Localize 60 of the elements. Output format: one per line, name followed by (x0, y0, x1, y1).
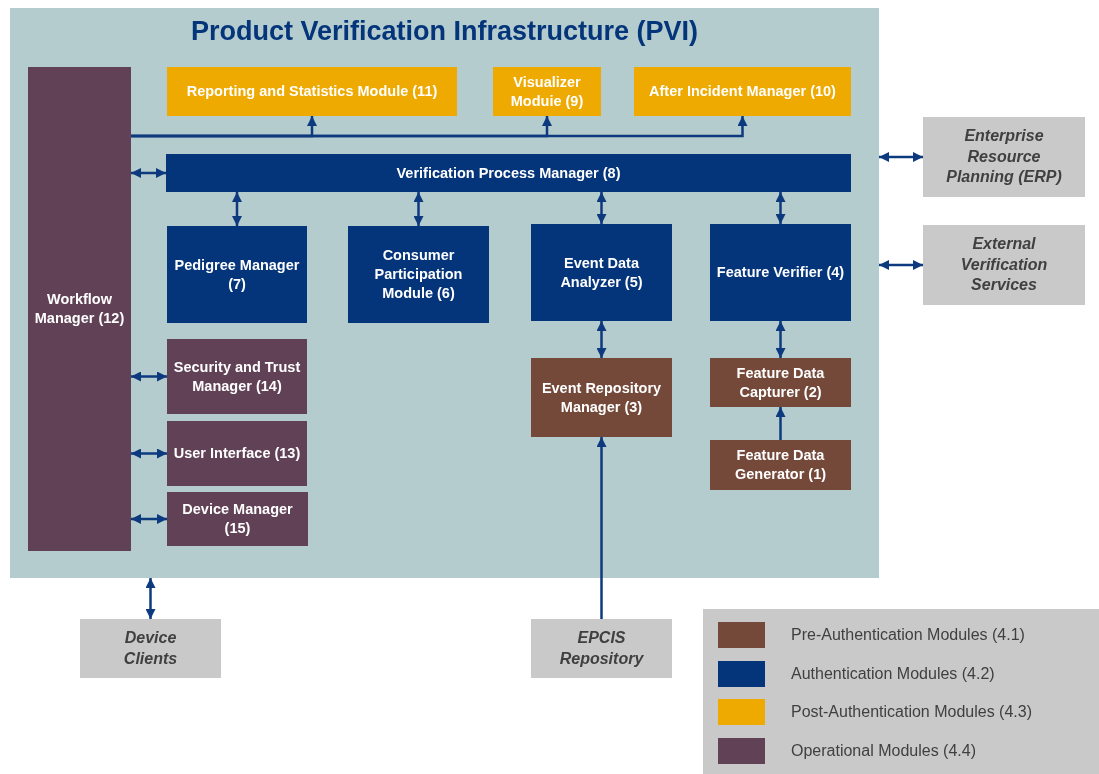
arrow (596, 437, 607, 619)
module-box (348, 226, 489, 323)
module-box (710, 358, 851, 407)
arrow (131, 168, 166, 178)
module-label: User Interface (13) (172, 444, 302, 463)
module-label: Verification Process Manager (8) (395, 163, 622, 183)
external-system-label: External Verification Services (959, 233, 1049, 296)
module-label: Consumer Participation Module (6) (373, 246, 464, 303)
arrow (775, 407, 786, 440)
arrow (596, 192, 607, 224)
module-label: Event Data Analyzer (5) (559, 253, 644, 292)
module-box (531, 224, 672, 321)
module-box (167, 421, 307, 486)
legend-label: Authentication Modules (4.2) (791, 664, 995, 683)
arrow (413, 192, 424, 226)
external-system-label: Device Clients (122, 627, 179, 669)
module-box (28, 67, 131, 551)
arrow (232, 192, 242, 226)
module-box (167, 339, 307, 414)
arrow (131, 514, 167, 524)
external-system-box (923, 117, 1085, 197)
external-system-box (80, 619, 221, 678)
module-box (167, 67, 457, 116)
arrow (145, 578, 156, 619)
module-label: Feature Data Generator (1) (733, 446, 828, 484)
legend-label: Pre-Authentication Modules (4.1) (791, 626, 1025, 644)
arrow (775, 321, 786, 358)
module-label: Workflow Manager (12) (33, 290, 126, 328)
module-label: Event Repository Manager (3) (540, 378, 663, 417)
module-box (167, 492, 308, 546)
arrow (131, 116, 748, 138)
module-box (493, 67, 601, 116)
arrow (131, 448, 167, 459)
module-box (166, 154, 851, 192)
module-label: Device Manager (15) (181, 500, 294, 538)
arrow (131, 371, 167, 382)
external-system-box (531, 619, 672, 678)
external-system-label: Enterprise Resource Planning (ERP) (945, 125, 1063, 188)
external-system-box (923, 225, 1085, 305)
module-label: Visualizer Moduie (9) (509, 72, 585, 111)
system-boundary-panel (10, 8, 879, 578)
module-label: After Incident Manager (10) (648, 82, 837, 101)
module-label: Feature Verifier (4) (715, 263, 846, 282)
arrow (775, 192, 786, 224)
module-box (710, 224, 851, 321)
arrow (879, 260, 923, 270)
module-label: Pedigree Manager (7) (173, 255, 301, 294)
module-box (710, 440, 851, 490)
module-label: Feature Data Capturer (2) (735, 363, 826, 402)
container-title: Product Verification Infrastructure (PVI) (190, 16, 699, 47)
arrow (879, 152, 923, 162)
legend-label: Operational Modules (4.4) (791, 741, 976, 760)
module-label: Security and Trust Manager (14) (172, 357, 302, 396)
module-box (634, 67, 851, 116)
module-box (531, 358, 672, 437)
module-box (167, 226, 307, 323)
legend-label: Post-Authentication Modules (4.3) (791, 703, 1032, 721)
module-label: Reporting and Statistics Module (11) (185, 82, 439, 101)
arrow (596, 321, 607, 358)
external-system-label: EPCIS Repository (558, 627, 645, 669)
